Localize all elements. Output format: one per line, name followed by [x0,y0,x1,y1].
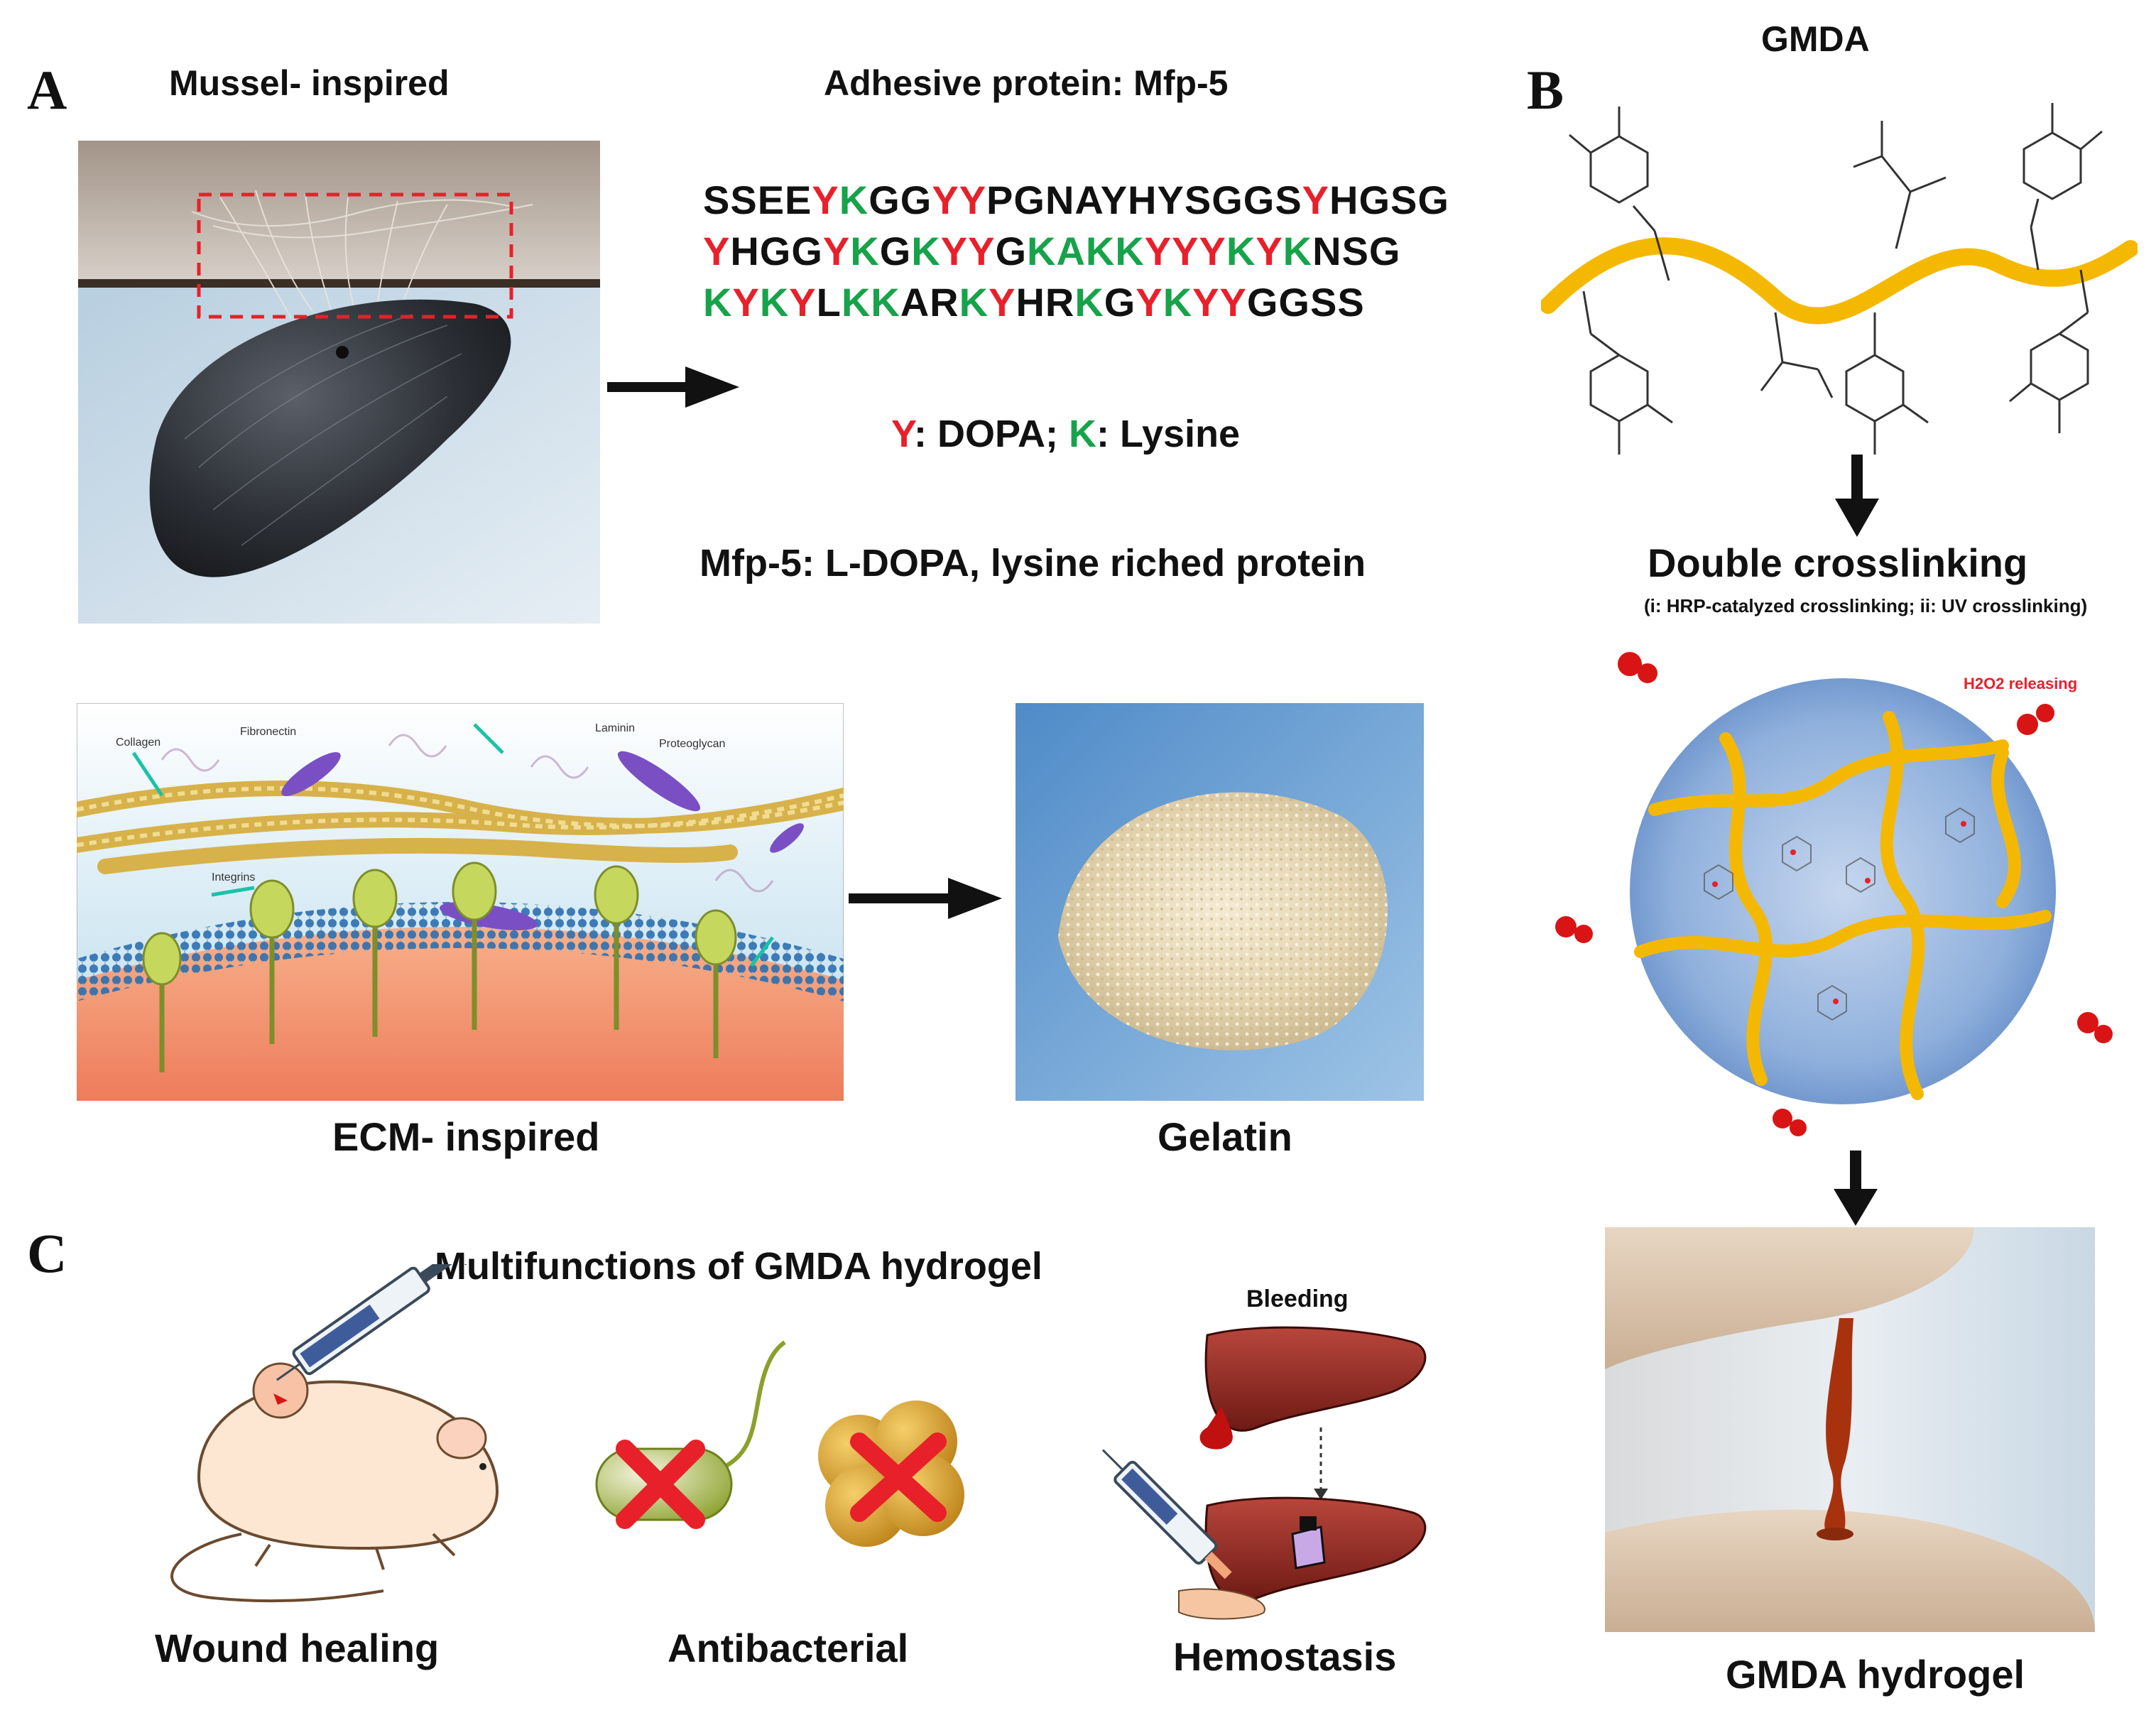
sequence-segment: Y [789,280,817,325]
sequence-segment: K [959,280,989,325]
sequence-segment: PGNAYHYSGGS [986,178,1302,222]
ecm-label-fibronectin: Fibronectin [240,726,296,738]
mussel-photo [78,141,600,624]
sequence-segment: KA [1027,229,1086,273]
sequence-segment: G [995,229,1028,273]
sequence-segment: K [759,280,790,325]
sequence-segment: Y [1302,178,1330,222]
mfp5-sequence: SSEEYKGGYYPGNAYHYSGGSYHGSG YHGGYKGKYYGKA… [703,175,1449,328]
sequence-segment: NSG [1312,229,1401,273]
sequence-segment: K [1226,229,1256,273]
sequence-segment: Y [989,280,1016,325]
ecm-label-collagen: Collagen [116,736,160,749]
sequence-segment: Y [703,229,731,273]
sequence-segment: K [1074,280,1104,325]
crosslink-title: Double crosslinking [1648,540,2028,585]
crosslink-note: (i: HRP-catalyzed crosslinking; ii: UV c… [1644,595,2088,616]
sequence-line-3: KYKYLKKARKYHRKGYKYYGGSS [703,277,1449,328]
sequence-segment: K [839,178,869,222]
sequence-segment: Y [732,280,760,325]
sequence-segment: HGSG [1329,178,1449,222]
arrow-right-icon [607,366,739,408]
panel-label-a: A [27,59,67,121]
sequence-segment: L [816,280,842,325]
sequence-segment: G [879,229,912,273]
dopa-letter: Y [891,413,915,455]
ecm-label-proteoglycan: Proteoglycan [659,738,725,750]
lysine-text: : Lysine [1096,413,1241,455]
protein-title: Adhesive protein: Mfp-5 [824,63,1229,103]
ecm-caption: ECM- inspired [332,1114,600,1159]
bleeding-label: Bleeding [1246,1285,1349,1312]
gmda-structure [1541,103,2138,455]
sequence-segment: HR [1016,280,1075,325]
sequence-segment: Y [1136,280,1163,325]
mfp5-summary: Mfp-5: L-DOPA, lysine riched protein [699,542,1366,584]
panel-label-c: C [27,1222,67,1284]
sequence-segment: K [703,280,733,325]
sequence-segment: KK [1085,229,1145,273]
gmda-title: GMDA [1761,19,1870,59]
sequence-segment: HGG [730,229,823,273]
sequence-segment: YY [1192,280,1247,325]
function-hemostasis: Hemostasis [1173,1634,1397,1679]
mussel-title: Mussel- inspired [169,63,450,103]
sequence-line-1: SSEEYKGGYYPGNAYHYSGGSYHGSG [703,175,1449,226]
ecm-label-laminin: Laminin [595,722,635,734]
residue-legend: Y: DOPA; K: Lysine [891,412,1240,456]
sequence-segment: K [850,229,880,273]
ecm-label-integrins: Integrins [212,871,255,883]
hydrogel-caption: GMDA hydrogel [1726,1652,2025,1697]
sequence-segment: K [911,229,941,273]
gelatin-photo [1016,703,1424,1101]
sequence-segment: YYY [1144,229,1226,273]
sequence-segment: K [1163,280,1193,325]
lysine-letter: K [1069,413,1096,455]
hydrogel-network: H2O2 releasing [1555,652,2113,1136]
dopa-text: : DOPA; [914,413,1069,455]
multifunctions-title: Multifunctions of GMDA hydrogel [435,1245,1042,1288]
hydrogel-photo [1605,1227,2095,1632]
sequence-segment: YY [932,178,987,222]
sequence-segment: G [1104,280,1136,325]
sequence-segment: Y [812,178,839,222]
gelatin-caption: Gelatin [1158,1114,1292,1159]
arrow-down-icon [1834,1151,1878,1226]
mouse-illustration [170,1264,499,1603]
sequence-segment: GGSS [1246,280,1365,325]
arrow-down-icon [1835,455,1879,537]
sequence-segment: K [1283,229,1313,273]
panel-label-b: B [1527,59,1564,121]
h2o2-release-label: H2O2 releasing [1964,675,2077,692]
sequence-segment: SSEE [703,178,812,222]
cross-icon [850,1432,947,1522]
sequence-segment: GG [869,178,932,222]
sequence-line-2: YHGGYKGKYYGKAKKYYYKYKNSG [703,226,1449,277]
ecm-illustration: Collagen Fibronectin Laminin Proteoglyca… [77,703,844,1101]
arrow-right-icon [849,878,1002,919]
hemostasis-illustration [1101,1326,1427,1620]
sequence-segment: YY [940,229,996,273]
sequence-segment: AR [900,280,959,325]
function-antibacterial: Antibacterial [668,1626,909,1670]
cross-icon [616,1440,705,1529]
bacteria-illustration [595,1340,964,1547]
sequence-segment: KK [841,280,900,325]
sequence-segment: Y [822,229,851,273]
function-wound-healing: Wound healing [155,1626,440,1670]
sequence-segment: Y [1256,229,1283,273]
